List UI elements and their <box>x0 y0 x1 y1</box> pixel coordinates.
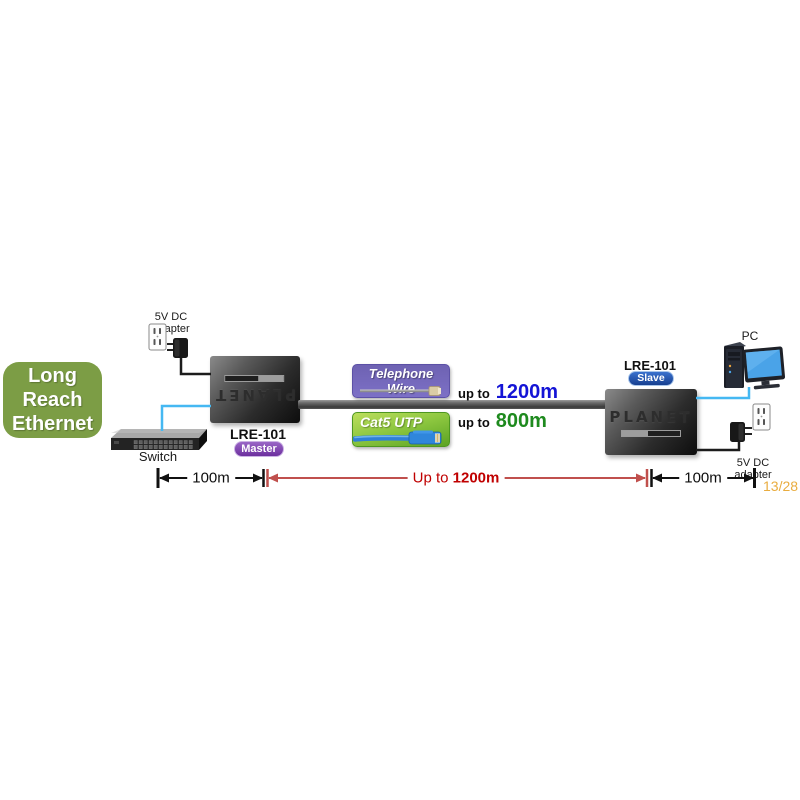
planet-logo-text-master: PLANET <box>213 386 297 404</box>
banner-line-2: Reach <box>22 389 83 411</box>
cat5-utp-label: Cat5 UTP <box>360 414 423 430</box>
measure-label-left: 100m <box>187 469 235 487</box>
planet-logo-slave: PLANET <box>609 408 692 437</box>
slave-model-label: LRE-101 <box>623 358 677 373</box>
long-reach-ethernet-banner: Long Reach Ethernet <box>3 362 102 438</box>
distance-telephone: up to 1200m <box>458 381 558 404</box>
planet-logo-bar-slave <box>620 429 681 437</box>
master-device: PLANET <box>210 356 300 423</box>
page-indicator: 13/28 <box>763 478 799 494</box>
switch-icon <box>111 429 207 450</box>
measure-label-right: 100m <box>679 469 727 487</box>
distance-telephone-value: 1200m <box>495 381 559 403</box>
measure-label-middle-value: 1200m <box>452 469 500 487</box>
trunk-cable <box>298 400 607 409</box>
outlet-icon-right <box>752 403 771 431</box>
distance-cat5-value: 800m <box>495 410 547 432</box>
distance-telephone-prefix: up to <box>458 386 490 401</box>
cat5-utp-badge: Cat5 UTP <box>352 412 450 447</box>
banner-line-3: Ethernet <box>11 413 94 435</box>
pc-icon <box>724 342 786 390</box>
telephone-wire-icon <box>360 386 441 396</box>
slave-device: PLANET <box>605 389 697 455</box>
telephone-wire-badge: Telephone Wire <box>352 364 450 398</box>
power-adapter-icon-right <box>730 422 752 442</box>
planet-logo-master: PLANET <box>213 375 297 404</box>
master-role-badge: Master <box>234 441 284 457</box>
master-model-label: LRE-101 <box>229 426 287 442</box>
distance-cat5-prefix: up to <box>458 415 490 430</box>
banner-line-1: Long <box>28 365 77 387</box>
distance-cat5: up to 800m <box>458 410 547 433</box>
planet-logo-text-slave: PLANET <box>609 407 693 426</box>
planet-logo-bar-master <box>225 375 285 382</box>
pc-label: PC <box>741 329 759 343</box>
measure-label-middle: Up to 1200m <box>407 469 505 487</box>
cat5-cable-icon <box>353 430 442 445</box>
power-adapter-icon-left <box>167 338 188 358</box>
measure-label-middle-prefix: Up to <box>412 469 453 487</box>
switch-label: Switch <box>138 449 178 464</box>
outlet-icon-left <box>148 323 167 351</box>
slave-role-badge: Slave <box>628 371 674 386</box>
